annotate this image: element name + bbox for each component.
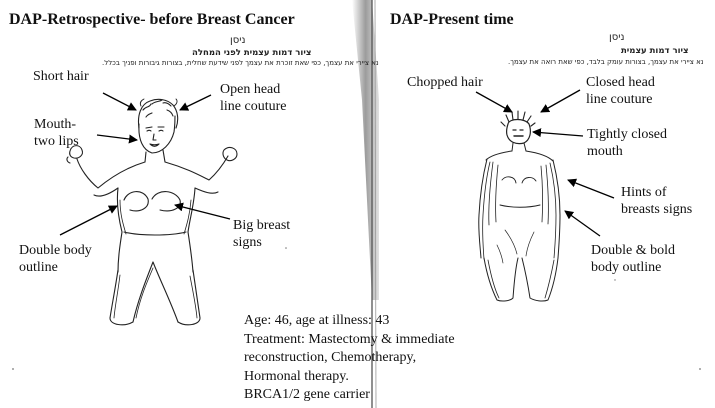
label-big-breast-line1: Big breast <box>233 217 290 234</box>
left-hebrew-signature: ניסן <box>230 35 245 46</box>
arrow-mouth <box>97 135 137 140</box>
label-chopped-hair: Chopped hair <box>407 74 483 91</box>
label-double-bold-line1: Double & bold <box>591 242 675 259</box>
label-closed-head: Closed head line couture <box>586 74 655 108</box>
label-closed-mouth-line2: mouth <box>587 143 667 160</box>
label-open-head: Open head line couture <box>220 81 286 115</box>
arrow-open-head <box>180 95 211 110</box>
arrow-double-bold <box>565 211 600 236</box>
patient-info: Age: 46, age at illness: 43 Treatment: M… <box>244 312 455 405</box>
label-mouth-line2: two lips <box>34 133 79 150</box>
label-double-bold-line2: body outline <box>591 259 675 276</box>
right-figure-drawing <box>479 111 560 301</box>
arrow-closed-mouth <box>533 132 583 136</box>
right-panel-title: DAP-Present time <box>390 11 514 29</box>
arrow-big-breast <box>175 205 230 219</box>
arrow-chopped-hair <box>476 92 512 112</box>
label-double-bold: Double & bold body outline <box>591 242 675 276</box>
label-mouth: Mouth- two lips <box>34 116 79 150</box>
left-hebrew-instruction: נא ציירי את עצמך, כפי שאת זוכרת את עצמך … <box>102 59 379 67</box>
right-hebrew-signature: ניסן <box>609 32 624 43</box>
label-double-outline-line2: outline <box>19 259 92 276</box>
info-gene: BRCA1/2 gene carrier <box>244 386 455 405</box>
label-short-hair: Short hair <box>33 68 89 85</box>
label-open-head-line1: Open head <box>220 81 286 98</box>
left-figure-drawing <box>67 99 237 325</box>
label-double-outline: Double body outline <box>19 242 92 276</box>
right-annotation-arrows <box>476 90 614 236</box>
info-treatment-line2: reconstruction, Chemotherapy, <box>244 349 455 368</box>
label-closed-mouth: Tightly closed mouth <box>587 126 667 160</box>
left-hebrew-heading: ציור דמות עצמית לפני המחלה <box>192 48 311 58</box>
label-double-outline-line1: Double body <box>19 242 92 259</box>
right-hebrew-heading: ציור דמות עצמית <box>621 46 689 56</box>
arrow-closed-head <box>541 90 580 112</box>
info-age: Age: 46, age at illness: 43 <box>244 312 455 331</box>
label-closed-head-line2: line couture <box>586 91 655 108</box>
left-annotation-arrows <box>60 93 230 235</box>
info-treatment-line3: Hormonal therapy. <box>244 368 455 387</box>
label-closed-head-line1: Closed head <box>586 74 655 91</box>
label-hints-breasts-line2: breasts signs <box>621 201 692 218</box>
label-big-breast: Big breast signs <box>233 217 290 251</box>
arrow-hints-breasts <box>568 180 614 198</box>
label-big-breast-line2: signs <box>233 234 290 251</box>
arrow-double-outline <box>60 206 117 235</box>
label-hints-breasts-line1: Hints of <box>621 184 692 201</box>
arrow-short-hair <box>103 93 136 110</box>
label-mouth-line1: Mouth- <box>34 116 79 133</box>
info-treatment-line1: Treatment: Mastectomy & immediate <box>244 331 455 350</box>
label-hints-breasts: Hints of breasts signs <box>621 184 692 218</box>
right-hebrew-instruction: נא ציירי את עצמך, בצורות עומק בלבד, כפי … <box>508 58 704 66</box>
label-closed-mouth-line1: Tightly closed <box>587 126 667 143</box>
left-panel-title: DAP-Retrospective- before Breast Cancer <box>9 11 295 29</box>
label-open-head-line2: line couture <box>220 98 286 115</box>
